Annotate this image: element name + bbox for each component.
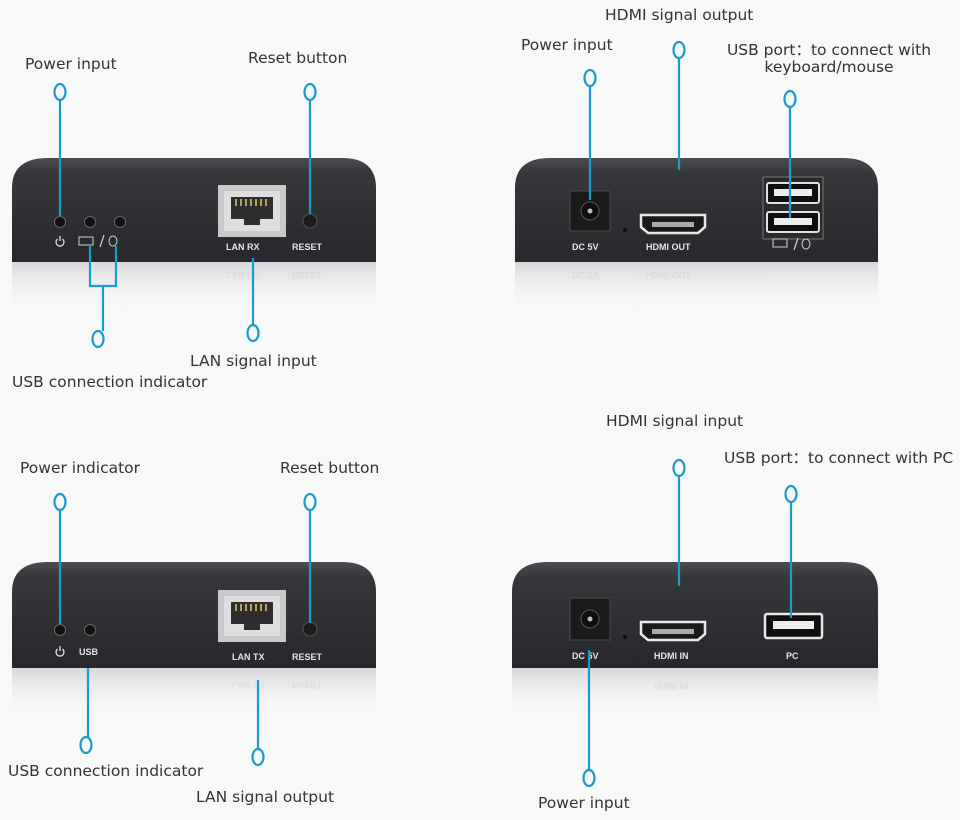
pc-label: PC: [786, 651, 799, 661]
callout-line: USB port：to connect with: [726, 41, 932, 59]
transmitter-front-panel: USB LAN TX RESET LAN TX RESET: [12, 492, 376, 767]
callout-usb-port-pc: USB port：to connect with PC: [724, 449, 954, 467]
callout-power-input: Power input: [25, 55, 117, 73]
callout-reset-button: Reset button: [248, 49, 348, 67]
usb-led: [84, 624, 96, 636]
callout-marker: [672, 458, 686, 478]
callout-marker: [784, 484, 798, 504]
power-symbol-icon: [55, 236, 65, 247]
dc-5v-label: DC 5V: [572, 242, 599, 252]
svg-text:HDMI IN: HDMI IN: [654, 681, 689, 691]
callout-hdmi-signal-output: HDMI signal output: [605, 6, 754, 24]
callout-power-input: Power input: [521, 36, 613, 54]
callout-marker: [53, 492, 67, 512]
callout-marker: [53, 82, 67, 102]
hdmi-in-label: HDMI IN: [654, 651, 689, 661]
receiver-front-panel: LAN RX RESET LAN RX RESET: [12, 82, 376, 349]
reset-label: RESET: [292, 242, 323, 252]
device-body: [515, 158, 878, 262]
callout-marker: [672, 40, 686, 60]
callout-power-input: Power input: [538, 794, 630, 812]
callout-line: keyboard/mouse: [764, 58, 894, 77]
callout-marker: [303, 492, 317, 512]
reset-button: [302, 621, 318, 637]
callout-lan-signal-input: LAN signal input: [190, 352, 317, 370]
hdmi-out-label: HDMI OUT: [646, 242, 691, 252]
callout-marker: [303, 82, 317, 102]
callout-marker: [251, 747, 265, 767]
callout-power-indicator: Power indicator: [20, 459, 141, 477]
keyboard-mouse-icon: [78, 234, 118, 248]
callout-usb-connection-indicator: USB connection indicator: [8, 762, 204, 780]
svg-text:RESET: RESET: [292, 680, 323, 690]
usb-led-keyboard: [84, 216, 96, 228]
device-reflection: [515, 262, 878, 312]
power-led: [54, 624, 66, 636]
callout-hdmi-signal-input: HDMI signal input: [606, 412, 744, 430]
usb-label: USB: [79, 647, 99, 657]
callout-marker: [246, 323, 260, 343]
transmitter-rear-panel: DC 5V HDMI IN PC HDMI IN: [512, 458, 878, 788]
receiver-rear-panel: DC 5V HDMI OUT DC 5V HDMI OUT: [515, 40, 878, 312]
callout-usb-connection-indicator: USB connection indicator: [12, 373, 208, 391]
device-reflection: [512, 668, 878, 718]
keyboard-mouse-icon: [772, 237, 811, 251]
device-reflection: [12, 668, 376, 718]
power-led: [54, 216, 66, 228]
callout-marker: [583, 68, 597, 88]
usb-led-mouse: [114, 216, 126, 228]
device-reflection: [12, 262, 376, 312]
lan-rx-label: LAN RX: [226, 242, 260, 252]
status-dot: [622, 227, 628, 233]
power-symbol-icon: [55, 646, 65, 657]
reset-label: RESET: [292, 652, 323, 662]
callout-marker: [783, 89, 797, 109]
callout-usb-port-keyboard-mouse: USB port：to connect with keyboard/mouse: [704, 41, 954, 77]
svg-text:LAN TX: LAN TX: [232, 680, 265, 690]
dc-5v-label: DC 5V: [572, 651, 599, 661]
callout-marker: [79, 735, 93, 755]
svg-text:DC 5V: DC 5V: [572, 270, 599, 280]
svg-text:HDMI OUT: HDMI OUT: [646, 270, 691, 280]
device-body: [512, 562, 878, 668]
svg-text:RESET: RESET: [292, 270, 323, 280]
lan-tx-label: LAN TX: [232, 652, 265, 662]
svg-text:LAN RX: LAN RX: [226, 270, 260, 280]
callout-reset-button: Reset button: [280, 459, 380, 477]
callout-lan-signal-output: LAN signal output: [196, 788, 335, 806]
callout-marker: [91, 329, 105, 349]
status-dot: [622, 634, 628, 640]
callout-marker: [582, 768, 596, 788]
reset-button: [302, 213, 318, 229]
